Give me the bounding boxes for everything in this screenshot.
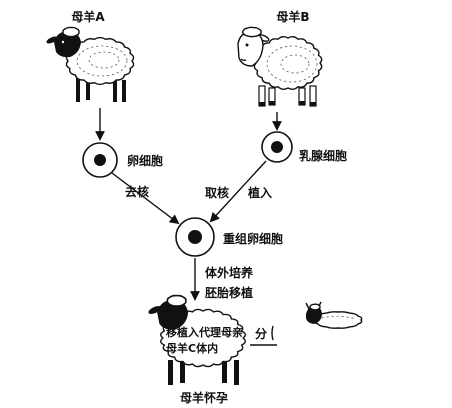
sheep-a-leg [86, 78, 90, 100]
sheep-a-leg [76, 78, 80, 102]
mammary-cell-label: 乳腺细胞 [299, 148, 347, 163]
mammary-cell [261, 131, 293, 163]
sheep-c-illustration [148, 294, 246, 385]
sheep-a-leg [113, 80, 117, 102]
recombined-egg-label: 重组卵细胞 [223, 231, 283, 246]
sheep-c-head [157, 299, 189, 330]
sheep-c-leg [180, 360, 185, 383]
sheep-c-leg [234, 360, 239, 385]
sheep-a-label: 母羊A [71, 9, 105, 24]
sheep-a-illustration [46, 26, 135, 102]
sheep-c-ear [148, 306, 162, 314]
lamb-head [306, 306, 322, 324]
lamb-head-wool [309, 303, 321, 311]
sheep-a-leg [122, 80, 126, 102]
lamb-illustration [305, 301, 363, 329]
cropped-glyph-fragment [271, 325, 274, 341]
sheep-c-head-wool [166, 294, 187, 307]
take-nucleus-label: 取核 [205, 185, 229, 200]
sheep-c-leg [168, 360, 173, 385]
sheep-c-leg [222, 360, 227, 383]
egg-cell [82, 142, 118, 178]
egg-cell-nucleus [94, 154, 106, 166]
surrogate-text-line1: 移植入代理母亲 [166, 325, 243, 339]
sheep-a-head [54, 31, 81, 58]
recombined-egg-cell [175, 217, 215, 257]
sheep-b-mouth [240, 58, 247, 62]
birth-label-partial: 分 [255, 326, 267, 341]
egg-cell-label: 卵细胞 [127, 153, 163, 168]
sheep-b-head-wool [241, 26, 262, 38]
sheep-b-eye [245, 43, 249, 47]
surrogate-text-line2: 母羊C体内 [166, 341, 218, 355]
in-vitro-culture-label: 体外培养 [205, 265, 253, 280]
sheep-a-eye [61, 40, 65, 44]
arrow-mammary-to-recombined [209, 160, 267, 223]
arrow-egg-to-recombined [111, 172, 180, 225]
sheep-b-body [253, 36, 323, 90]
sheep-b-label: 母羊B [276, 9, 309, 24]
implant-label: 植入 [247, 185, 272, 200]
recombined-egg-nucleus [188, 230, 202, 244]
enucleate-label: 去核 [125, 184, 149, 199]
embryo-transfer-label: 胚胎移植 [205, 285, 253, 300]
sheep-a-ear [46, 36, 58, 44]
sheep-a-head-wool [62, 26, 80, 38]
sheep-b-illustration [237, 26, 323, 107]
pregnant-label: 母羊怀孕 [180, 390, 228, 405]
mammary-cell-nucleus [271, 141, 283, 153]
